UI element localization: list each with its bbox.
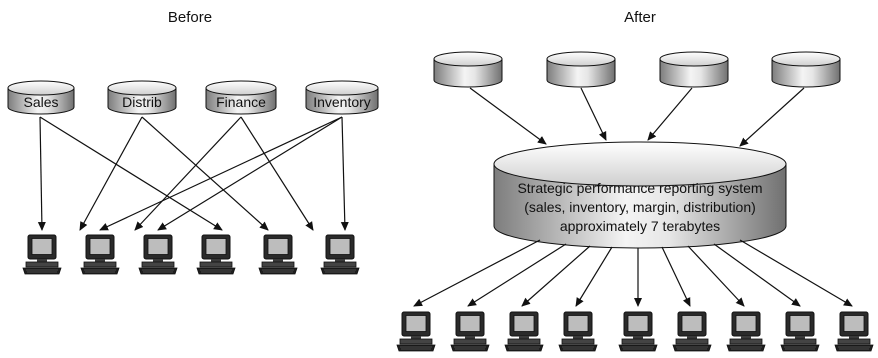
db-label-distrib: Distrib (122, 94, 162, 110)
after-source-db-4 (771, 51, 841, 88)
before-db-distrib: Distrib (107, 80, 177, 115)
before-db-finance: Finance (205, 80, 277, 115)
arrow-icon (134, 116, 242, 231)
computer-terminal-icon (320, 234, 360, 275)
hub-label-line2: (sales, inventory, margin, distribution) (524, 199, 756, 215)
arrow-icon (467, 243, 567, 307)
before-db-inventory: Inventory (305, 80, 379, 115)
database-cylinder-icon (493, 163, 787, 249)
arrow-icon (340, 116, 349, 231)
arrow-icon (575, 246, 613, 307)
hub-database: Strategic performance reporting system (… (493, 141, 787, 249)
after-terminals (396, 311, 874, 352)
computer-terminal-icon (618, 311, 658, 352)
computer-terminal-icon (80, 234, 120, 275)
after-output-arrows (413, 239, 853, 307)
hub-label-line3: approximately 7 terabytes (560, 218, 720, 234)
before-terminals (22, 234, 360, 275)
computer-terminal-icon (726, 311, 766, 352)
computer-terminal-icon (780, 311, 820, 352)
arrow-icon (647, 87, 693, 141)
before-arrows (37, 116, 349, 231)
arrow-icon (713, 243, 801, 307)
database-cylinder-icon (659, 58, 729, 88)
before-db-sales: Sales (7, 80, 75, 115)
computer-terminal-icon (396, 311, 436, 352)
arrow-icon (413, 239, 541, 307)
arrow-icon (99, 116, 343, 231)
arrow-icon (157, 116, 343, 231)
arrow-icon (687, 245, 745, 307)
computer-terminal-icon (672, 311, 712, 352)
computer-terminal-icon (138, 234, 178, 275)
after-source-db-1 (433, 51, 503, 88)
arrow-icon (521, 245, 591, 307)
arrow-icon (469, 87, 547, 145)
db-label-inventory: Inventory (313, 94, 371, 110)
arrow-icon (739, 87, 805, 147)
after-source-db-2 (546, 51, 616, 88)
after-source-db-3 (659, 51, 729, 88)
db-label-sales: Sales (23, 94, 58, 110)
arrow-icon (580, 87, 607, 141)
database-cylinder-icon (546, 58, 616, 88)
hub-label-line1: Strategic performance reporting system (517, 180, 762, 196)
database-cylinder-icon (771, 58, 841, 88)
before-title: Before (168, 9, 212, 26)
after-input-arrows (469, 87, 805, 147)
database-cylinder-icon (433, 58, 503, 88)
arrow-icon (240, 116, 314, 231)
computer-terminal-icon (196, 234, 236, 275)
computer-terminal-icon (504, 311, 544, 352)
arrow-icon (37, 116, 46, 231)
computer-terminal-icon (558, 311, 598, 352)
arrow-icon (79, 116, 143, 231)
arrow-icon (661, 246, 691, 307)
computer-terminal-icon (22, 234, 62, 275)
computer-terminal-icon (450, 311, 490, 352)
computer-terminal-icon (834, 311, 874, 352)
arrow-icon (141, 116, 269, 231)
db-label-finance: Finance (216, 94, 266, 110)
computer-terminal-icon (258, 234, 298, 275)
arrow-icon (739, 239, 853, 307)
after-source-databases (433, 51, 841, 88)
after-title: After (624, 9, 656, 26)
arrow-icon (39, 116, 223, 231)
